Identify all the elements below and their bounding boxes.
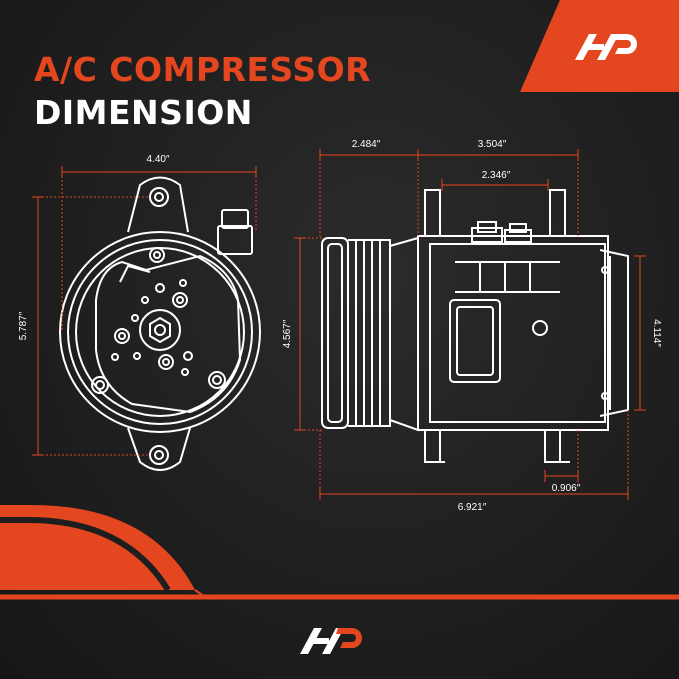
side-overall-length-label: 6.921″ xyxy=(458,502,487,513)
front-width-label: 4.40″ xyxy=(146,154,169,165)
side-clutch-depth-label: 2.484″ xyxy=(352,139,381,150)
top-logo-icon xyxy=(575,34,637,60)
side-top-port-spacing-label: 2.346″ xyxy=(482,170,511,181)
side-rear-offset-label: 0.906″ xyxy=(552,483,581,494)
side-view-drawing xyxy=(321,189,629,463)
bottom-swoosh xyxy=(0,505,195,590)
front-dimension-lines xyxy=(32,166,257,456)
side-body-height-label: 4.567″ xyxy=(282,319,293,348)
side-body-length-label: 3.504″ xyxy=(478,139,507,150)
side-dimension-lines xyxy=(294,149,646,500)
front-height-label: 5.787″ xyxy=(18,311,29,340)
front-view-drawing xyxy=(59,176,261,471)
title-line-2: DIMENSION xyxy=(34,93,253,132)
swoosh-groove xyxy=(0,517,171,592)
bottom-logo-icon xyxy=(300,628,362,654)
side-rear-height-label: 4.114″ xyxy=(651,319,662,347)
title-line-1: A/C COMPRESSOR xyxy=(34,50,372,89)
